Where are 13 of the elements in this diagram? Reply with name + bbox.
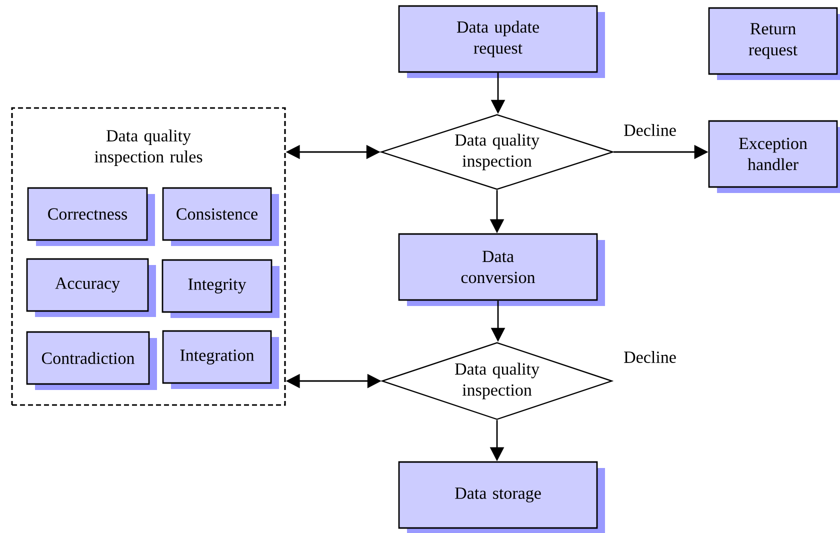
- process-box: Contradiction: [26, 331, 157, 390]
- process-box: Data update request: [398, 5, 605, 78]
- process-box: Correctness: [27, 187, 155, 246]
- process-box: Data storage: [398, 461, 605, 533]
- process-box: Data conversion: [398, 233, 605, 306]
- process-box: Integrity: [162, 259, 280, 318]
- process-box: Return request: [708, 7, 840, 80]
- process-box: Exception handler: [708, 120, 840, 193]
- edge-label: Decline: [624, 124, 676, 136]
- process-box: Consistence: [162, 187, 279, 246]
- process-box: Accuracy: [26, 258, 156, 317]
- text-label: Decline: [624, 351, 676, 363]
- process-box: Integration: [162, 330, 279, 389]
